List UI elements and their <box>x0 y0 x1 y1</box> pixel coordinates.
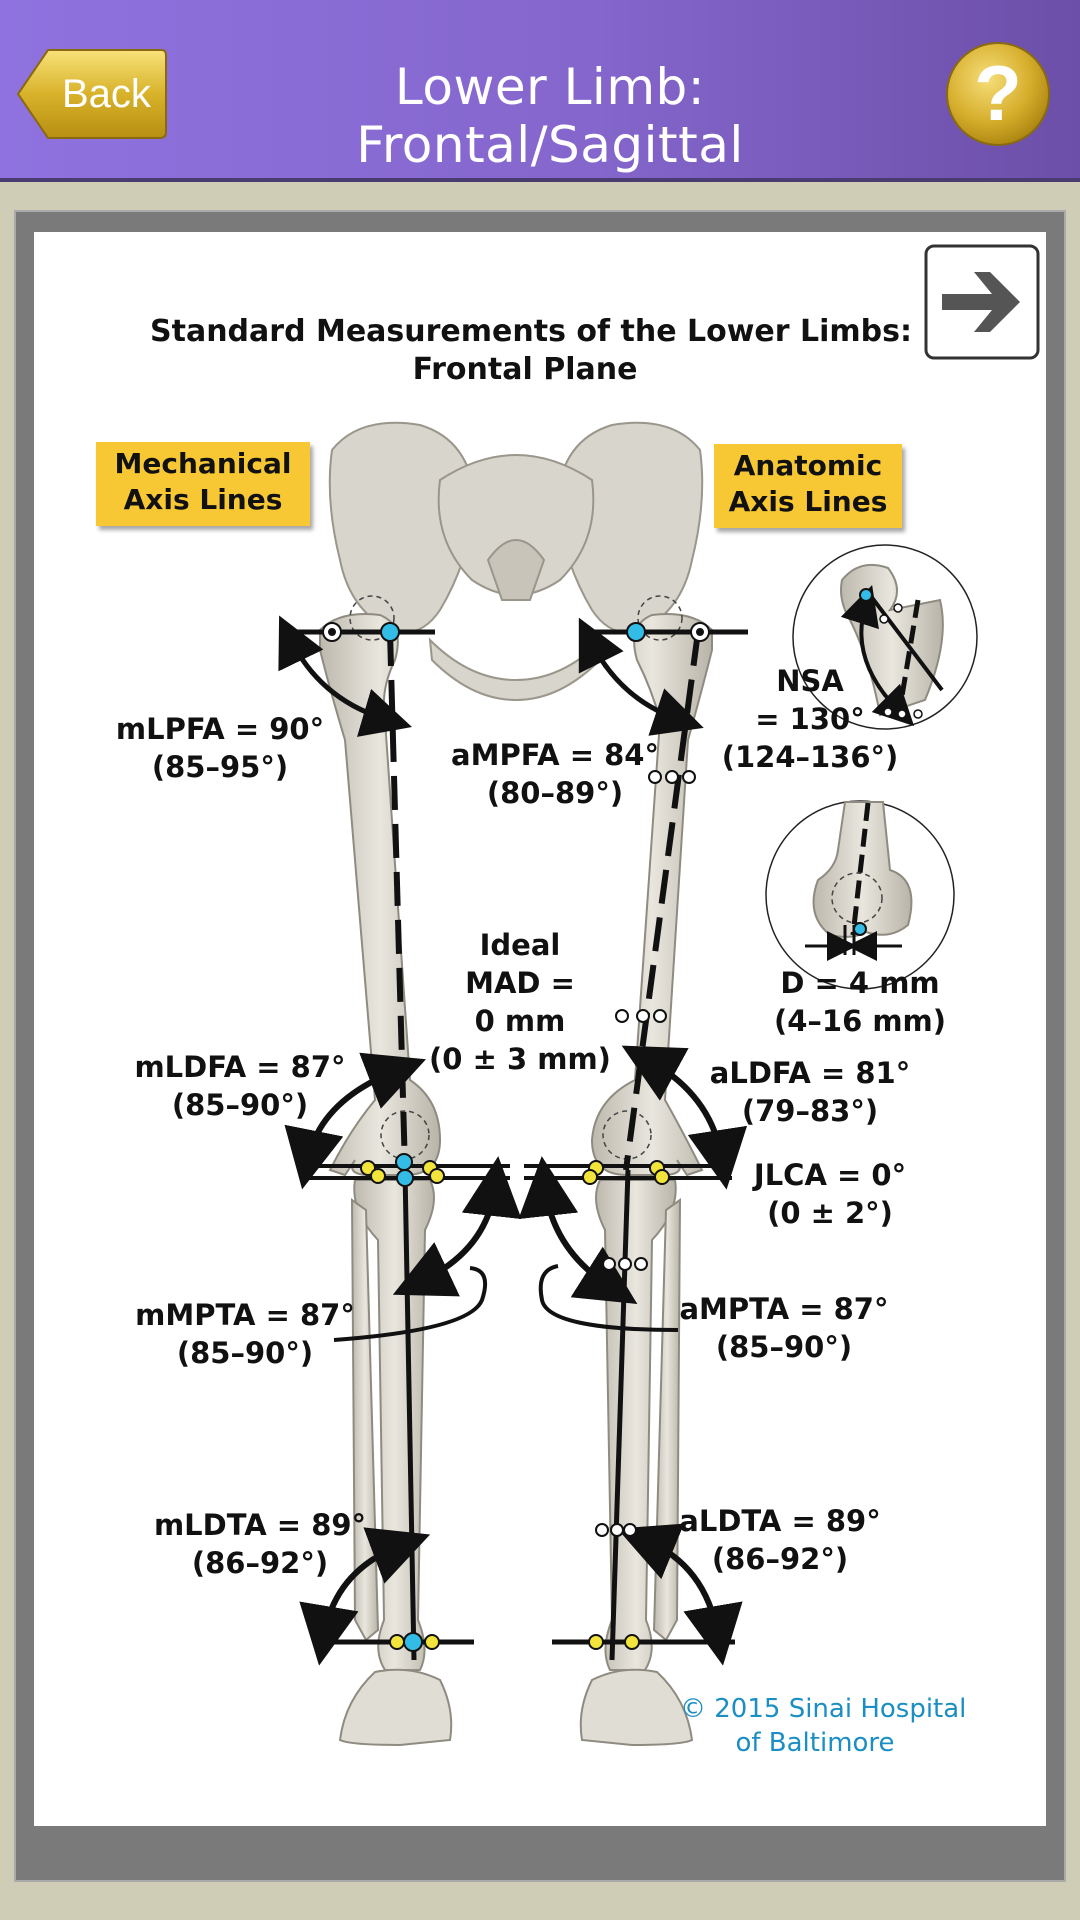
jlca-label: JLCA = 0° <box>753 1158 907 1192</box>
back-button[interactable] <box>14 46 168 142</box>
mechanical-axis-tag: Mechanical Axis Lines <box>96 442 310 526</box>
ampta-range: (85–90°) <box>715 1330 853 1364</box>
right-foot <box>579 1668 694 1747</box>
question-mark-icon[interactable]: ? <box>944 40 1052 148</box>
left-foot <box>338 1668 453 1747</box>
aldfa-range: (79–83°) <box>741 1094 879 1128</box>
diagram-subtitle: Frontal Plane <box>412 352 638 387</box>
right-femur <box>590 613 713 1177</box>
mlpfa-label: mLPFA = 90° <box>115 712 325 746</box>
svg-text:?: ? <box>974 49 1022 137</box>
ampfa-range: (80–89°) <box>486 776 624 810</box>
mldta-range: (86–92°) <box>191 1546 329 1580</box>
mldfa-label: mLDFA = 87° <box>134 1050 346 1084</box>
aldta-range: (86–92°) <box>711 1542 849 1576</box>
nsa-value: = 130° <box>755 702 865 736</box>
axis-markers <box>322 622 710 1652</box>
back-button-label: Back <box>62 72 151 116</box>
arrow-right-icon[interactable] <box>924 244 1040 360</box>
app-header: Back Lower Limb: Frontal/Sagittal ? <box>0 0 1080 182</box>
d-value: D = 4 mm <box>780 966 940 1000</box>
copyright-line-1: © 2015 Sinai Hospital <box>680 1694 967 1724</box>
jlca-range: (0 ± 2°) <box>767 1196 893 1230</box>
mad-value: 0 mm <box>474 1004 566 1038</box>
copyright-line-2: of Baltimore <box>735 1728 895 1758</box>
mad-label-1: Ideal <box>479 928 561 962</box>
ampfa-label: aMPFA = 84° <box>451 738 659 772</box>
aldfa-label: aLDFA = 81° <box>709 1056 911 1090</box>
mldfa-range: (85–90°) <box>171 1088 309 1122</box>
pelvis <box>328 421 704 702</box>
left-tibia <box>350 1179 435 1671</box>
distal-femur-inset <box>765 800 955 990</box>
mad-label-2: MAD = <box>465 966 575 1000</box>
nsa-range: (124–136°) <box>721 740 899 774</box>
nsa-label: NSA <box>776 664 844 698</box>
mmpta-range: (85–90°) <box>176 1336 314 1370</box>
mad-range: (0 ± 3 mm) <box>429 1042 611 1076</box>
anatomic-axis-tag: Anatomic Axis Lines <box>714 444 902 528</box>
right-tibia <box>595 1179 682 1671</box>
ampta-label: aMPTA = 87° <box>679 1292 889 1326</box>
diagram-title: Standard Measurements of the Lower Limbs… <box>150 314 912 349</box>
nsa-inset <box>792 544 978 730</box>
mmpta-label: mMPTA = 87° <box>135 1298 355 1332</box>
mldta-label: mLDTA = 89° <box>153 1508 367 1542</box>
page-title: Lower Limb: Frontal/Sagittal <box>356 58 744 174</box>
mlpfa-range: (85–95°) <box>151 750 289 784</box>
aldta-label: aLDTA = 89° <box>679 1504 881 1538</box>
d-range: (4–16 mm) <box>773 1004 947 1038</box>
